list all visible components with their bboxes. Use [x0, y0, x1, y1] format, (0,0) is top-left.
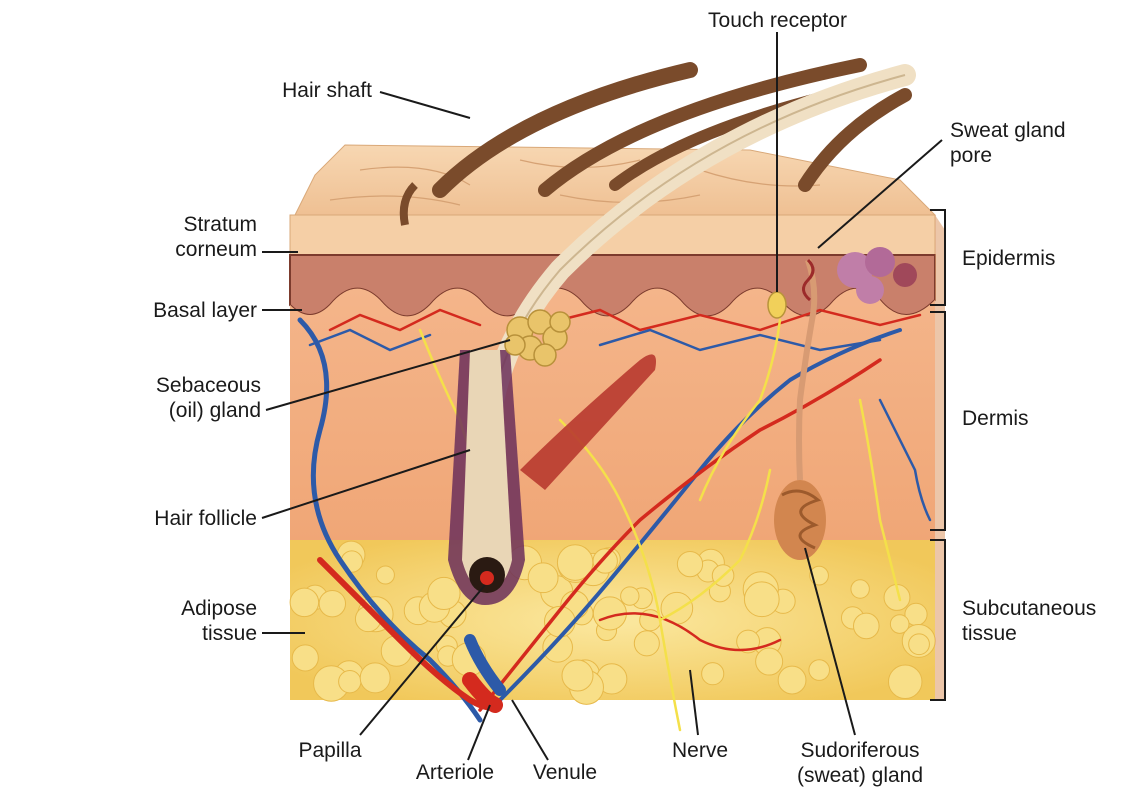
fat-cell — [888, 665, 921, 698]
fat-cell — [909, 634, 930, 655]
fat-cell — [290, 588, 319, 617]
label-sweat-gland-pore: Sweat gland pore — [950, 118, 1130, 168]
label-dermis: Dermis — [962, 406, 1112, 431]
label-adipose-tissue: Adipose tissue — [110, 596, 257, 646]
label-sudoriferous-gland: Sudoriferous (sweat) gland — [760, 738, 960, 788]
fat-cell — [756, 648, 783, 675]
label-touch-receptor: Touch receptor — [660, 8, 895, 33]
label-epidermis: Epidermis — [962, 246, 1112, 271]
sebaceous-lobule — [550, 312, 570, 332]
fat-cell — [528, 563, 558, 593]
fat-cell — [634, 631, 659, 656]
fat-cell — [292, 645, 318, 671]
fat-cell — [319, 590, 345, 616]
fat-cell — [677, 551, 702, 576]
fat-cell — [428, 577, 460, 609]
fat-cell — [376, 566, 394, 584]
fat-cell — [851, 580, 869, 598]
fat-cell — [809, 660, 830, 681]
label-nerve: Nerve — [650, 738, 750, 763]
label-arteriole: Arteriole — [400, 760, 510, 785]
fat-cell — [360, 663, 390, 693]
fat-cell — [339, 671, 361, 693]
fat-cell — [702, 663, 724, 685]
fat-cell — [853, 613, 879, 639]
touch-receptor-shape — [768, 292, 786, 318]
fat-cell — [778, 666, 806, 694]
fat-cell — [744, 582, 779, 617]
fat-cell — [593, 549, 617, 573]
sebaceous-lobule — [505, 335, 525, 355]
label-basal-layer: Basal layer — [90, 298, 257, 323]
label-venule: Venule — [515, 760, 615, 785]
fat-cell — [621, 587, 639, 605]
label-papilla: Papilla — [270, 738, 390, 763]
label-subcutaneous-tissue: Subcutaneous tissue — [962, 596, 1137, 646]
fat-cell — [562, 660, 593, 691]
fat-cell — [890, 615, 909, 634]
label-hair-shaft: Hair shaft — [200, 78, 372, 103]
sebaceous-lobule — [534, 344, 556, 366]
dermis-layer — [290, 289, 935, 545]
label-hair-follicle: Hair follicle — [90, 506, 257, 531]
label-stratum-corneum: Stratum corneum — [100, 212, 257, 262]
label-sebaceous-gland: Sebaceous (oil) gland — [90, 373, 261, 423]
